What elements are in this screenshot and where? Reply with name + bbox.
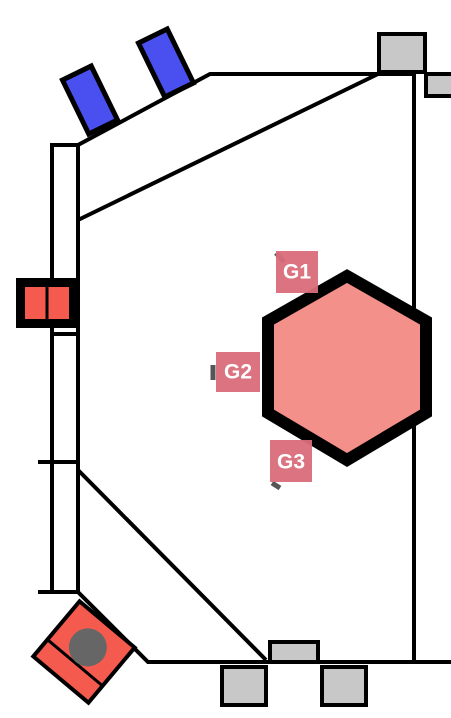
gate-g3-tag[interactable]: G3	[270, 440, 312, 482]
gate-g2-label: G2	[224, 361, 252, 384]
blue-block-1	[59, 62, 121, 138]
gray-block-bottom-center	[268, 640, 320, 664]
gate-g3-label: G3	[277, 451, 305, 474]
gray-circle	[68, 628, 107, 667]
gate-g3-connector	[270, 480, 282, 491]
red-block-bottom-left	[30, 598, 138, 706]
red-block-left	[16, 278, 76, 328]
gray-block-top-right-small	[424, 72, 451, 98]
central-hexagon	[262, 269, 432, 467]
gate-g1-label: G1	[283, 261, 311, 284]
gray-block-top-right	[377, 32, 427, 74]
lower-diagonal-line	[76, 468, 268, 662]
blue-block-2	[135, 25, 197, 101]
gray-block-bottom-left	[220, 665, 268, 707]
gate-g1-tag[interactable]: G1	[276, 251, 318, 293]
upper-diagonal-line	[77, 72, 379, 222]
gray-block-bottom-right	[320, 665, 368, 707]
gate-g2-tag[interactable]: G2	[216, 352, 260, 392]
